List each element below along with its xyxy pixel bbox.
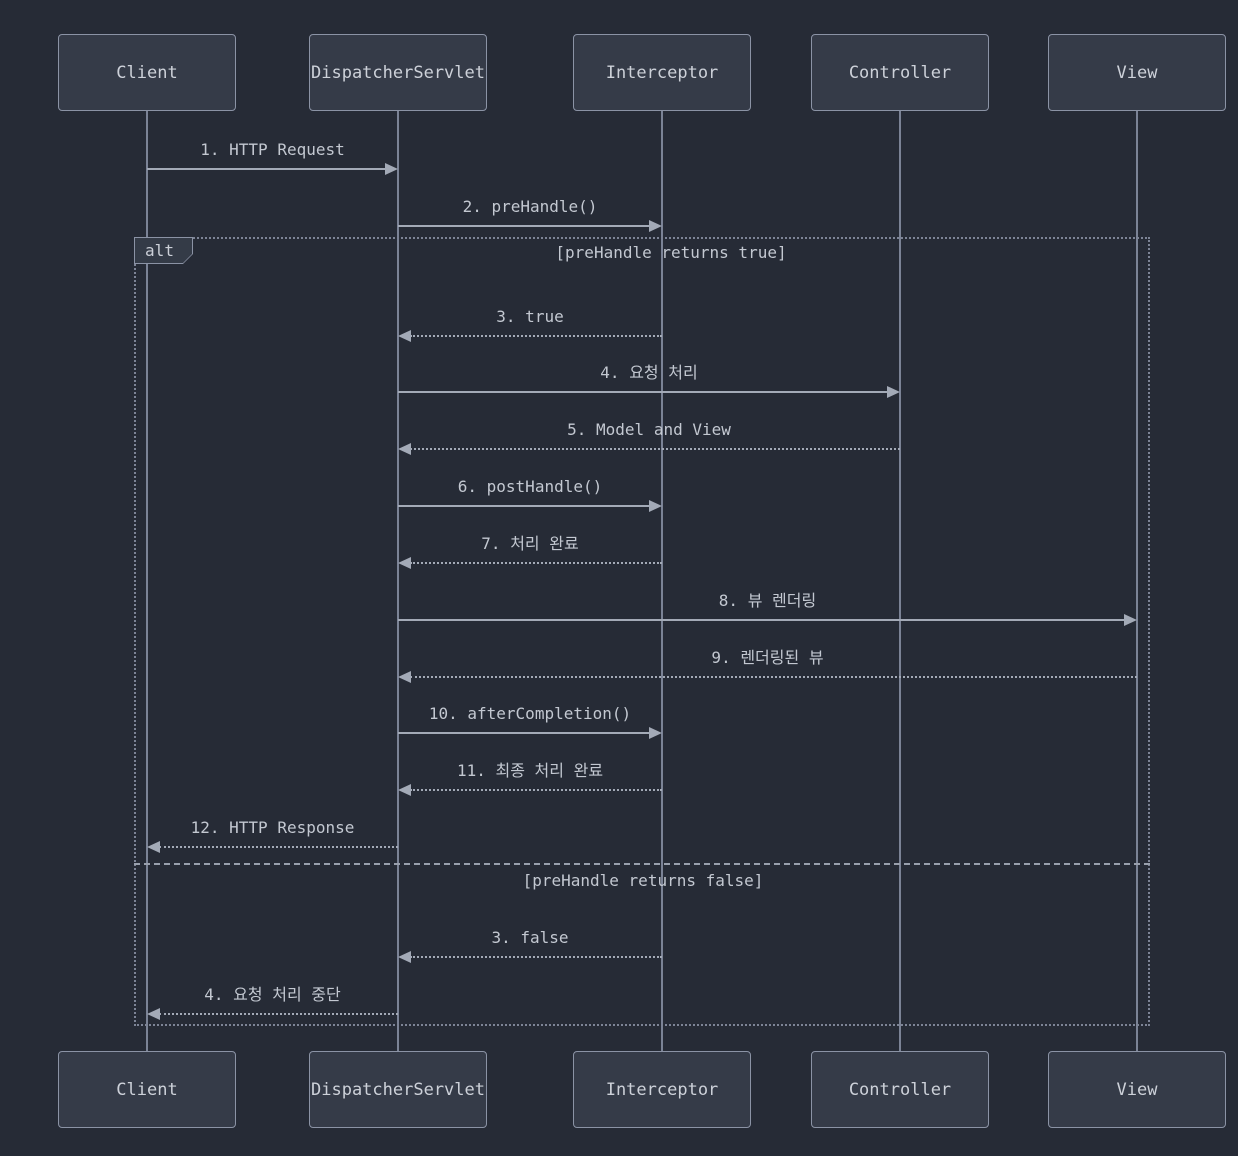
message-6-line	[398, 505, 650, 507]
message-2-label: 2. preHandle()	[462, 197, 598, 216]
lifeline-controller	[899, 111, 901, 1051]
alt-else-divider	[134, 863, 1150, 865]
message-14-line	[159, 1013, 398, 1015]
message-5-label: 5. Model and View	[567, 420, 731, 439]
alt-condition-true: [preHandle returns true]	[555, 243, 787, 262]
message-10-arrowhead	[649, 727, 662, 739]
message-9-arrowhead	[398, 671, 411, 683]
actor-bottom-view: View	[1048, 1051, 1226, 1128]
lifeline-interceptor	[661, 111, 663, 1051]
message-10-label: 10. afterCompletion()	[428, 704, 632, 723]
alt-label-text: alt	[135, 238, 192, 263]
message-5-arrowhead	[398, 443, 411, 455]
message-4-arrowhead	[887, 386, 900, 398]
message-4-label: 4. 요청 처리	[600, 363, 698, 382]
message-12-arrowhead	[147, 841, 160, 853]
message-2-arrowhead	[649, 220, 662, 232]
message-10-line	[398, 732, 650, 734]
message-3-arrowhead	[398, 330, 411, 342]
message-12-label: 12. HTTP Response	[190, 818, 355, 837]
message-2-line	[398, 225, 650, 227]
message-14-arrowhead	[147, 1008, 160, 1020]
message-1-line	[147, 168, 386, 170]
message-13-arrowhead	[398, 951, 411, 963]
actor-top-client: Client	[58, 34, 236, 111]
actor-bottom-client: Client	[58, 1051, 236, 1128]
actor-top-interceptor: Interceptor	[573, 34, 751, 111]
message-8-label: 8. 뷰 렌더링	[718, 591, 817, 610]
actor-bottom-interceptor: Interceptor	[573, 1051, 751, 1128]
message-3-line	[410, 335, 662, 337]
message-7-line	[410, 562, 662, 564]
lifeline-client	[146, 111, 148, 1051]
message-13-line	[410, 956, 662, 958]
actor-top-view: View	[1048, 34, 1226, 111]
message-12-line	[159, 846, 398, 848]
alt-frame	[134, 237, 1150, 1026]
message-9-line	[410, 676, 1137, 678]
message-8-line	[398, 619, 1125, 621]
lifeline-dispatcherservlet	[397, 111, 399, 1051]
alt-condition-false: [preHandle returns false]	[522, 871, 764, 890]
actor-bottom-dispatcherservlet: DispatcherServlet	[309, 1051, 487, 1128]
actor-top-dispatcherservlet: DispatcherServlet	[309, 34, 487, 111]
message-9-label: 9. 렌더링된 뷰	[711, 648, 824, 667]
message-14-label: 4. 요청 처리 중단	[204, 985, 341, 1004]
message-11-arrowhead	[398, 784, 411, 796]
message-11-label: 11. 최종 처리 완료	[456, 761, 604, 780]
actor-bottom-controller: Controller	[811, 1051, 989, 1128]
message-6-arrowhead	[649, 500, 662, 512]
message-1-arrowhead	[385, 163, 398, 175]
message-13-label: 3. false	[491, 928, 569, 947]
message-3-label: 3. true	[496, 307, 564, 326]
message-7-arrowhead	[398, 557, 411, 569]
message-8-arrowhead	[1124, 614, 1137, 626]
lifeline-view	[1136, 111, 1138, 1051]
message-1-label: 1. HTTP Request	[200, 140, 345, 159]
actor-top-controller: Controller	[811, 34, 989, 111]
message-6-label: 6. postHandle()	[457, 477, 603, 496]
message-11-line	[410, 789, 662, 791]
alt-label: alt	[134, 237, 193, 264]
message-5-line	[410, 448, 900, 450]
message-4-line	[398, 391, 888, 393]
message-7-label: 7. 처리 완료	[481, 534, 579, 553]
